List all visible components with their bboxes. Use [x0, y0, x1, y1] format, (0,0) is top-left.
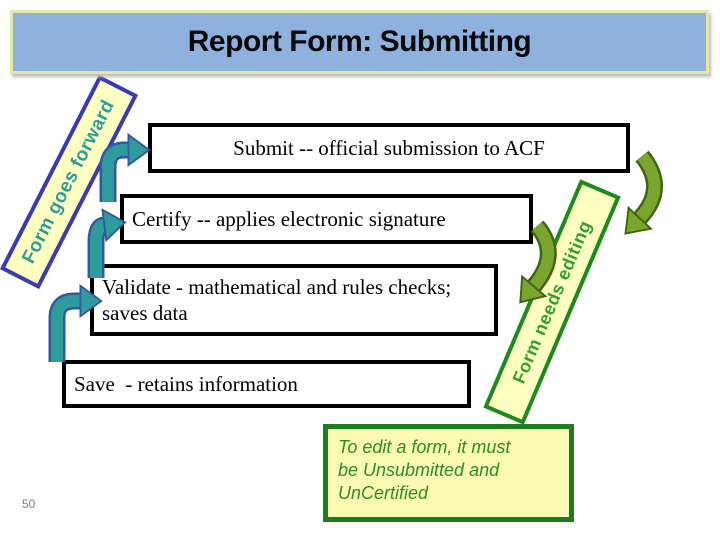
step-box-submit: Submit -- official submission to ACF: [148, 123, 630, 173]
note-line-1: To edit a form, it must: [338, 437, 511, 457]
note-box: To edit a form, it must be Unsubmitted a…: [323, 424, 574, 522]
return-arrow-from-submit-icon: [624, 150, 663, 235]
step-box-validate: Validate - mathematical and rules checks…: [90, 264, 498, 336]
slide-title-bar: Report Form: Submitting: [10, 10, 709, 74]
ribbon-form-goes-forward: Form goes forward: [0, 74, 139, 290]
ribbon-left-label: Form goes forward: [18, 96, 119, 267]
note-line-2: be Unsubmitted and: [338, 460, 500, 481]
step-validate-label: Validate - mathematical and rules checks…: [102, 274, 457, 325]
note-line-3: UnCertified: [338, 483, 429, 504]
step-box-save: Save - retains information: [62, 360, 471, 408]
step-submit-label: Submit -- official submission to ACF: [233, 135, 545, 160]
forward-arrow-to-validate-icon: [48, 283, 103, 362]
step-box-certify: Certify -- applies electronic signature: [120, 194, 533, 244]
page-title: Report Form: Submitting: [187, 25, 532, 58]
step-certify-label: Certify -- applies electronic signature: [132, 206, 446, 231]
step-save-label: Save - retains information: [74, 371, 298, 396]
page-number: 50: [22, 497, 36, 511]
